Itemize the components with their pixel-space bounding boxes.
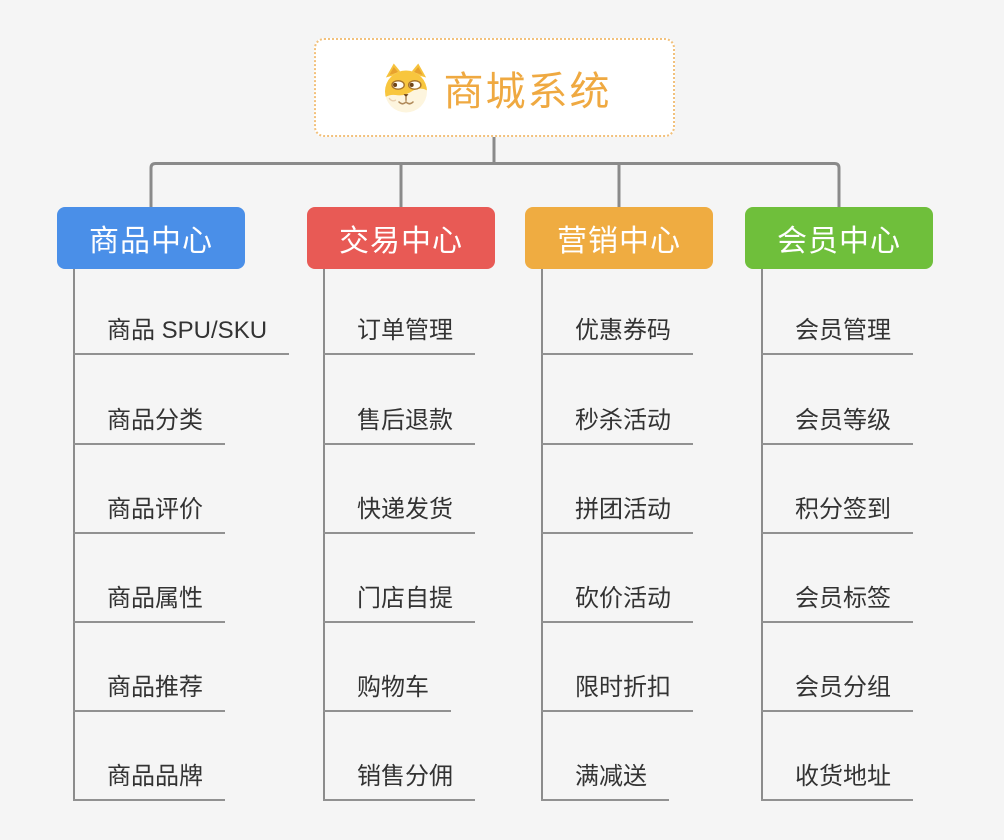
branch-connector-line <box>323 269 325 801</box>
leaf-node[interactable]: 收货地址 <box>761 763 913 801</box>
branch-connector-line <box>73 269 75 801</box>
branch-node-product[interactable]: 商品中心 <box>57 207 245 269</box>
branch-node-member[interactable]: 会员中心 <box>745 207 933 269</box>
leaf-node[interactable]: 商品品牌 <box>73 763 225 801</box>
leaf-node[interactable]: 会员标签 <box>761 585 913 623</box>
leaf-node[interactable]: 满减送 <box>541 763 669 801</box>
branch-label: 商品中心 <box>89 225 213 258</box>
leaf-node[interactable]: 商品属性 <box>73 585 225 623</box>
leaf-node[interactable]: 商品推荐 <box>73 674 225 712</box>
branch-label: 会员中心 <box>777 225 901 258</box>
leaf-node[interactable]: 商品分类 <box>73 407 225 445</box>
branch-node-marketing[interactable]: 营销中心 <box>525 207 713 269</box>
leaf-node[interactable]: 快递发货 <box>323 496 475 534</box>
root-node[interactable]: 商城系统 <box>314 38 675 137</box>
root-title: 商城系统 <box>443 69 612 114</box>
shiba-dog-icon <box>384 63 427 112</box>
branch-label: 交易中心 <box>339 225 463 258</box>
leaf-node[interactable]: 优惠券码 <box>541 317 693 355</box>
leaf-node[interactable]: 商品评价 <box>73 496 225 534</box>
leaf-node[interactable]: 购物车 <box>323 674 451 712</box>
leaf-node[interactable]: 会员分组 <box>761 674 913 712</box>
leaf-node[interactable]: 会员管理 <box>761 317 913 355</box>
branch-connector-line <box>761 269 763 801</box>
branch-label: 营销中心 <box>557 225 681 258</box>
leaf-node[interactable]: 售后退款 <box>323 407 475 445</box>
leaf-node[interactable]: 拼团活动 <box>541 496 693 534</box>
leaf-node[interactable]: 秒杀活动 <box>541 407 693 445</box>
leaf-node[interactable]: 销售分佣 <box>323 763 475 801</box>
branch-connector-line <box>541 269 543 801</box>
leaf-node[interactable]: 积分签到 <box>761 496 913 534</box>
leaf-node[interactable]: 砍价活动 <box>541 585 693 623</box>
leaf-node[interactable]: 门店自提 <box>323 585 475 623</box>
leaf-node[interactable]: 会员等级 <box>761 407 913 445</box>
leaf-node[interactable]: 订单管理 <box>323 317 475 355</box>
leaf-node[interactable]: 限时折扣 <box>541 674 693 712</box>
leaf-node[interactable]: 商品 SPU/SKU <box>73 317 290 355</box>
branch-node-trade[interactable]: 交易中心 <box>307 207 495 269</box>
